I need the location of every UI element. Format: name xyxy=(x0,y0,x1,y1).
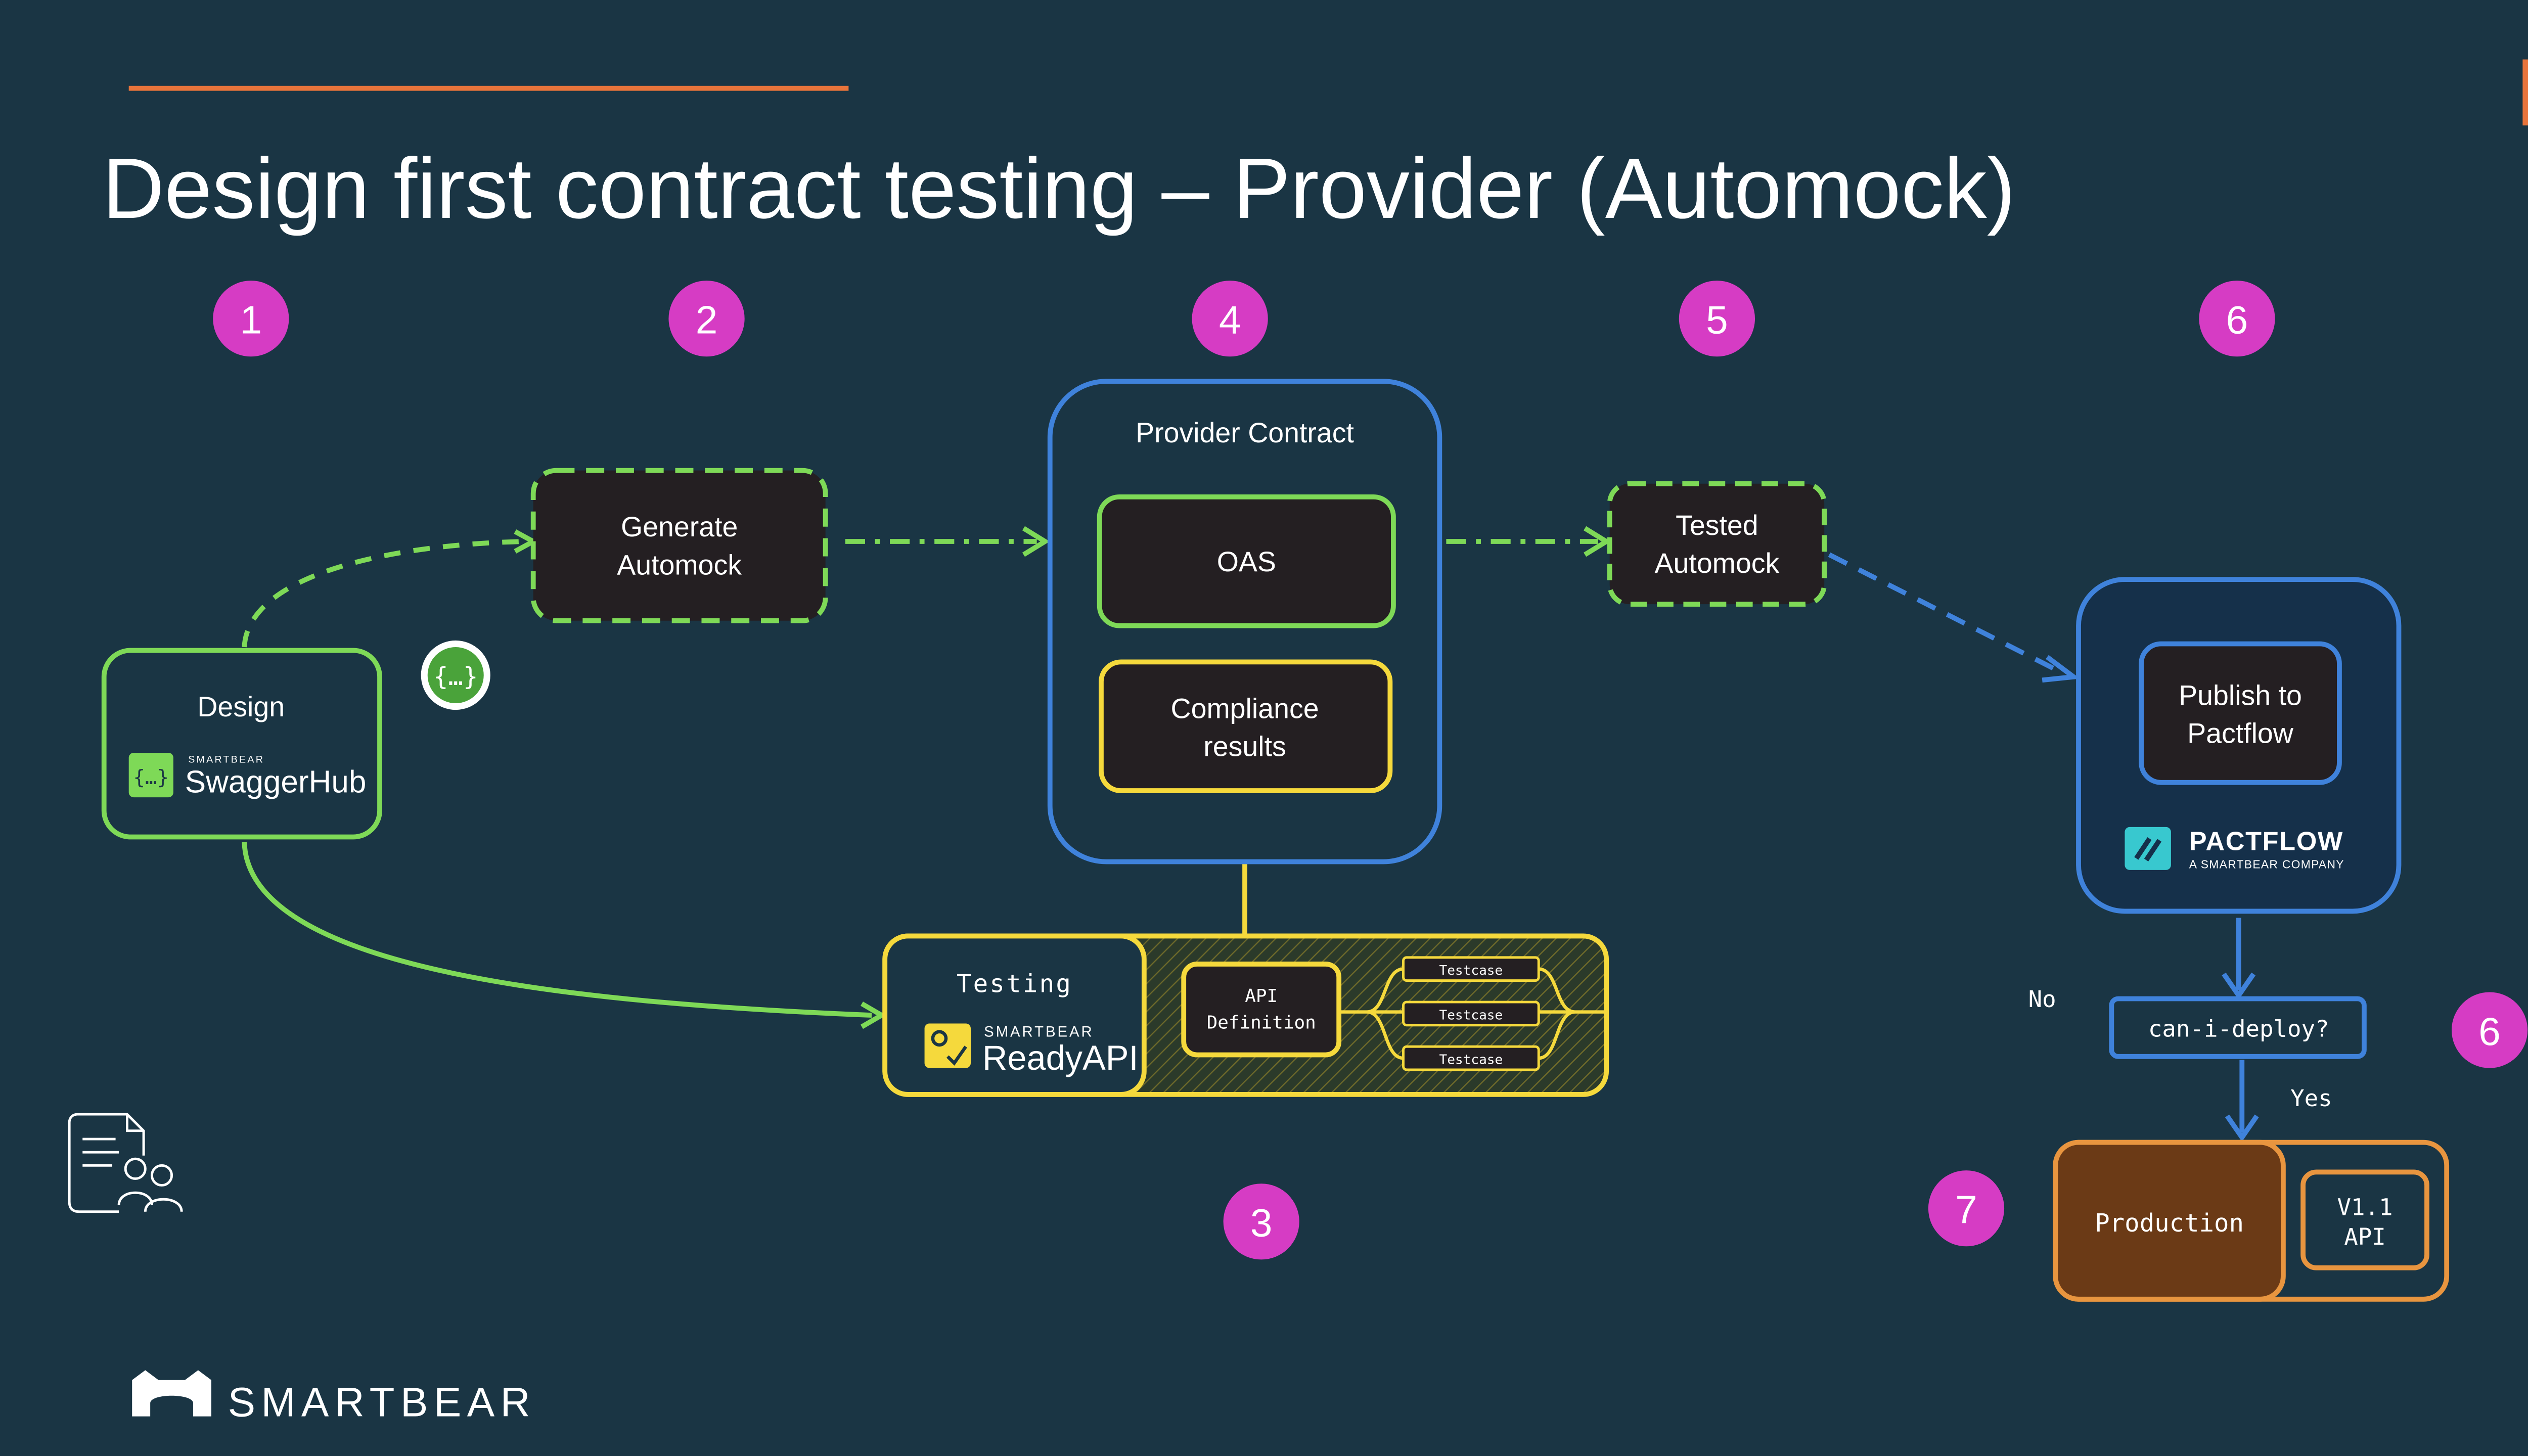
badge-7-label: 7 xyxy=(1955,1188,1977,1232)
production-label: Production xyxy=(2095,1209,2244,1238)
publish-line2: Pactflow xyxy=(2187,717,2294,749)
v1-api-box[interactable] xyxy=(2300,1169,2429,1270)
pactflow-link-glyph xyxy=(2134,837,2162,861)
step-badge-6-top: 6 xyxy=(2199,281,2275,357)
pactflow-brand: PACTFLOW xyxy=(2189,827,2343,856)
swaggerhub-brand: SwaggerHub xyxy=(185,764,367,799)
design-to-generate-arrow xyxy=(242,539,525,648)
arrowhead xyxy=(2222,972,2256,1000)
step-badge-7: 7 xyxy=(1928,1170,2005,1247)
readyapi-check-glyph xyxy=(946,1045,967,1066)
page-number-box xyxy=(2522,59,2528,126)
testcase-label-3: Testcase xyxy=(1439,1052,1503,1067)
production-box[interactable] xyxy=(2053,1140,2286,1302)
testcase-label-1: Testcase xyxy=(1439,963,1503,978)
swagger-icon-inner xyxy=(427,647,484,704)
testcase-box-3[interactable] xyxy=(1402,1045,1540,1071)
compliance-results-box[interactable] xyxy=(1099,659,1393,793)
generate-automock-box[interactable] xyxy=(530,468,828,623)
tested-to-pactflow-arrow xyxy=(1828,552,2065,676)
api-definition-line2: Definition xyxy=(1207,1012,1316,1033)
title-accent-line xyxy=(128,85,849,91)
oas-box[interactable] xyxy=(1097,494,1396,628)
deploy-no-label: No xyxy=(2028,986,2056,1013)
testing-label: Testing xyxy=(957,969,1072,998)
can-i-deploy-label: can-i-deploy? xyxy=(2148,1016,2329,1042)
swagger-braces-icon: {…} xyxy=(433,662,478,691)
compliance-line2: results xyxy=(1203,731,1286,762)
testcase-box-1[interactable] xyxy=(1402,956,1540,982)
api-definition-line1: API xyxy=(1245,986,1278,1007)
badge-3-label: 3 xyxy=(1250,1201,1273,1245)
provider-contract-title: Provider Contract xyxy=(1136,417,1354,448)
badge-2-label: 2 xyxy=(696,298,718,342)
step-badge-5: 5 xyxy=(1679,281,1755,357)
badge-6b-label: 6 xyxy=(2478,1009,2501,1054)
readyapi-brand: ReadyAPI xyxy=(982,1038,1139,1077)
design-label: Design xyxy=(197,691,285,722)
badge-6a-label: 6 xyxy=(2226,298,2248,342)
testcase-branch-lines xyxy=(1339,967,1404,1060)
step-badge-4: 4 xyxy=(1192,281,1268,357)
pactflow-logo-icon xyxy=(2125,827,2171,870)
compliance-line1: Compliance xyxy=(1171,693,1319,724)
swaggerhub-smartbear-text: SMARTBEAR xyxy=(188,754,264,765)
api-definition-box[interactable] xyxy=(1181,962,1342,1058)
design-box[interactable] xyxy=(101,648,382,840)
arrowhead xyxy=(1022,526,1050,557)
step-badge-3: 3 xyxy=(1223,1184,1299,1260)
swaggerhub-braces-glyph: {…} xyxy=(133,766,169,789)
readyapi-logo-icon xyxy=(924,1023,971,1068)
oas-label: OAS xyxy=(1217,546,1276,577)
can-i-deploy-box[interactable] xyxy=(2109,996,2367,1059)
generate-line2: Automock xyxy=(617,549,742,580)
v1-api-line2: API xyxy=(2344,1223,2386,1250)
footer-brand: SMARTBEAR xyxy=(228,1380,536,1426)
pactflow-tagline: A SMARTBEAR COMPANY xyxy=(2189,858,2344,871)
arrowhead xyxy=(2042,655,2081,683)
slide-title: Design first contract testing – Provider… xyxy=(102,140,2015,236)
v1-api-line1: V1.1 xyxy=(2337,1194,2393,1220)
badge-4-label: 4 xyxy=(1219,298,1241,342)
testcase-merge-lines xyxy=(1538,967,1605,1060)
swaggerhub-logo-icon xyxy=(128,752,173,798)
step-badge-2: 2 xyxy=(668,281,745,357)
badge-1-label: 1 xyxy=(240,298,262,342)
step-badge-6-right: 6 xyxy=(2451,992,2528,1068)
arrowhead xyxy=(1584,526,1611,557)
readyapi-smartbear-text: SMARTBEAR xyxy=(984,1024,1094,1040)
testcase-label-2: Testcase xyxy=(1439,1008,1503,1023)
tested-automock-box[interactable] xyxy=(1607,481,1827,607)
deploy-yes-label: Yes xyxy=(2290,1085,2332,1112)
testcase-box-2[interactable] xyxy=(1402,1000,1540,1027)
smartbear-logo-icon xyxy=(132,1370,211,1417)
generate-line1: Generate xyxy=(621,511,738,542)
readyapi-gear-glyph xyxy=(931,1030,948,1047)
publish-to-pactflow-box[interactable] xyxy=(2139,641,2342,785)
tested-line1: Tested xyxy=(1676,510,1758,541)
arrowhead xyxy=(2225,1114,2259,1142)
tested-line2: Automock xyxy=(1655,548,1780,579)
arrowhead xyxy=(861,1002,887,1029)
badge-5-label: 5 xyxy=(1706,298,1728,342)
design-to-testing-arrow xyxy=(242,842,872,1018)
document-people-icon xyxy=(68,1113,183,1213)
step-badge-1: 1 xyxy=(213,281,289,357)
publish-line1: Publish to xyxy=(2179,679,2302,711)
